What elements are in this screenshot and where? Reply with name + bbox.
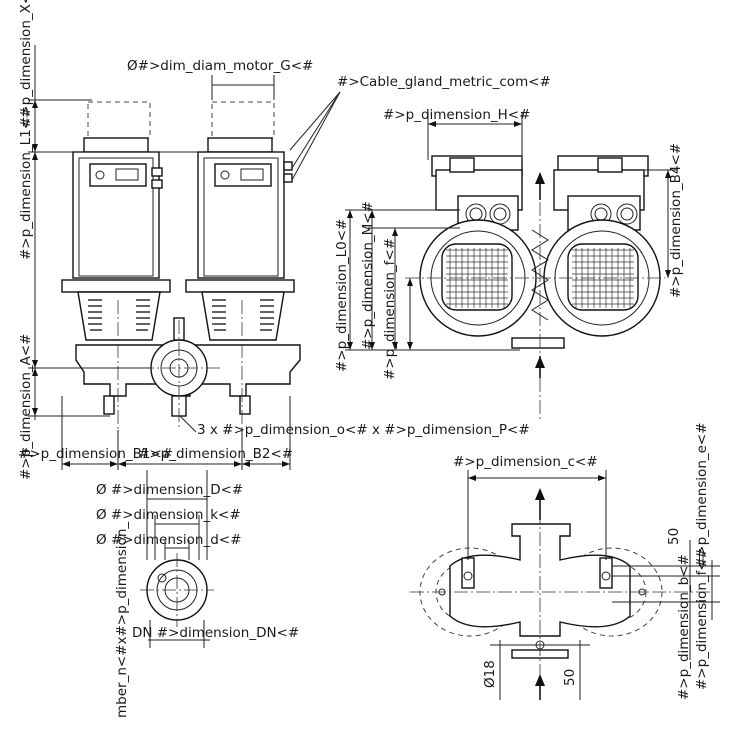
fifty-bottom-label: 50 <box>562 669 578 686</box>
dim-f2-label: #>p_dimension_f<# <box>694 548 710 690</box>
dim-h-label: #>p_dimension_H<# <box>383 107 530 123</box>
dim-dn-label: DN #>dimension_DN<# <box>132 625 299 641</box>
dim-b-label: #>p_dimension_b<# <box>676 554 692 700</box>
dim-l0-label: #>p_dimension_L0<# <box>334 219 350 372</box>
dim-diam-motor-g-label: Ø#>dim_diam_motor_G<# <box>127 58 313 74</box>
dim-k-label: Ø #>dimension_k<# <box>96 507 241 523</box>
dim-b2-label: #>p_dimension_B2<# <box>138 446 293 462</box>
cable-gland-label: #>Cable_gland_metric_com<# <box>337 74 551 90</box>
dim-x-label: #>p_dimension_X<# <box>18 0 34 128</box>
side-view <box>345 112 678 420</box>
dim-l1-label: #>p_dimension_L1<# <box>18 107 34 260</box>
dim-d-inner-label: Ø #>dimension_d<# <box>96 532 241 548</box>
dim-a-label: #>p_dimension_A<# <box>18 334 34 480</box>
dim-b1-label: #>p_dimension_B1<# <box>18 446 173 462</box>
dim-e-label: #>p_dimension_e<# <box>694 422 710 568</box>
dim-f-label: #>p_dimension_f<# <box>382 238 398 380</box>
dim-b4-label: #>p_dimension_B4<# <box>668 143 684 298</box>
dim-number-n-label: mber_n<#x#>p_dimension_ <box>114 522 130 718</box>
dim-d-outer-label: Ø #>dimension_D<# <box>96 482 243 498</box>
dim-m-label: #>p_dimension_M<# <box>360 201 376 350</box>
dim-c-label: #>p_dimension_c<# <box>453 454 598 470</box>
diam18-label: Ø18 <box>482 660 498 688</box>
dim-o-p-label: 3 x #>p_dimension_o<# x #>p_dimension_P<… <box>197 422 530 438</box>
flange-view <box>140 470 214 648</box>
front-view <box>28 45 341 470</box>
top-view <box>410 470 720 700</box>
fifty-top-label: 50 <box>666 528 682 545</box>
